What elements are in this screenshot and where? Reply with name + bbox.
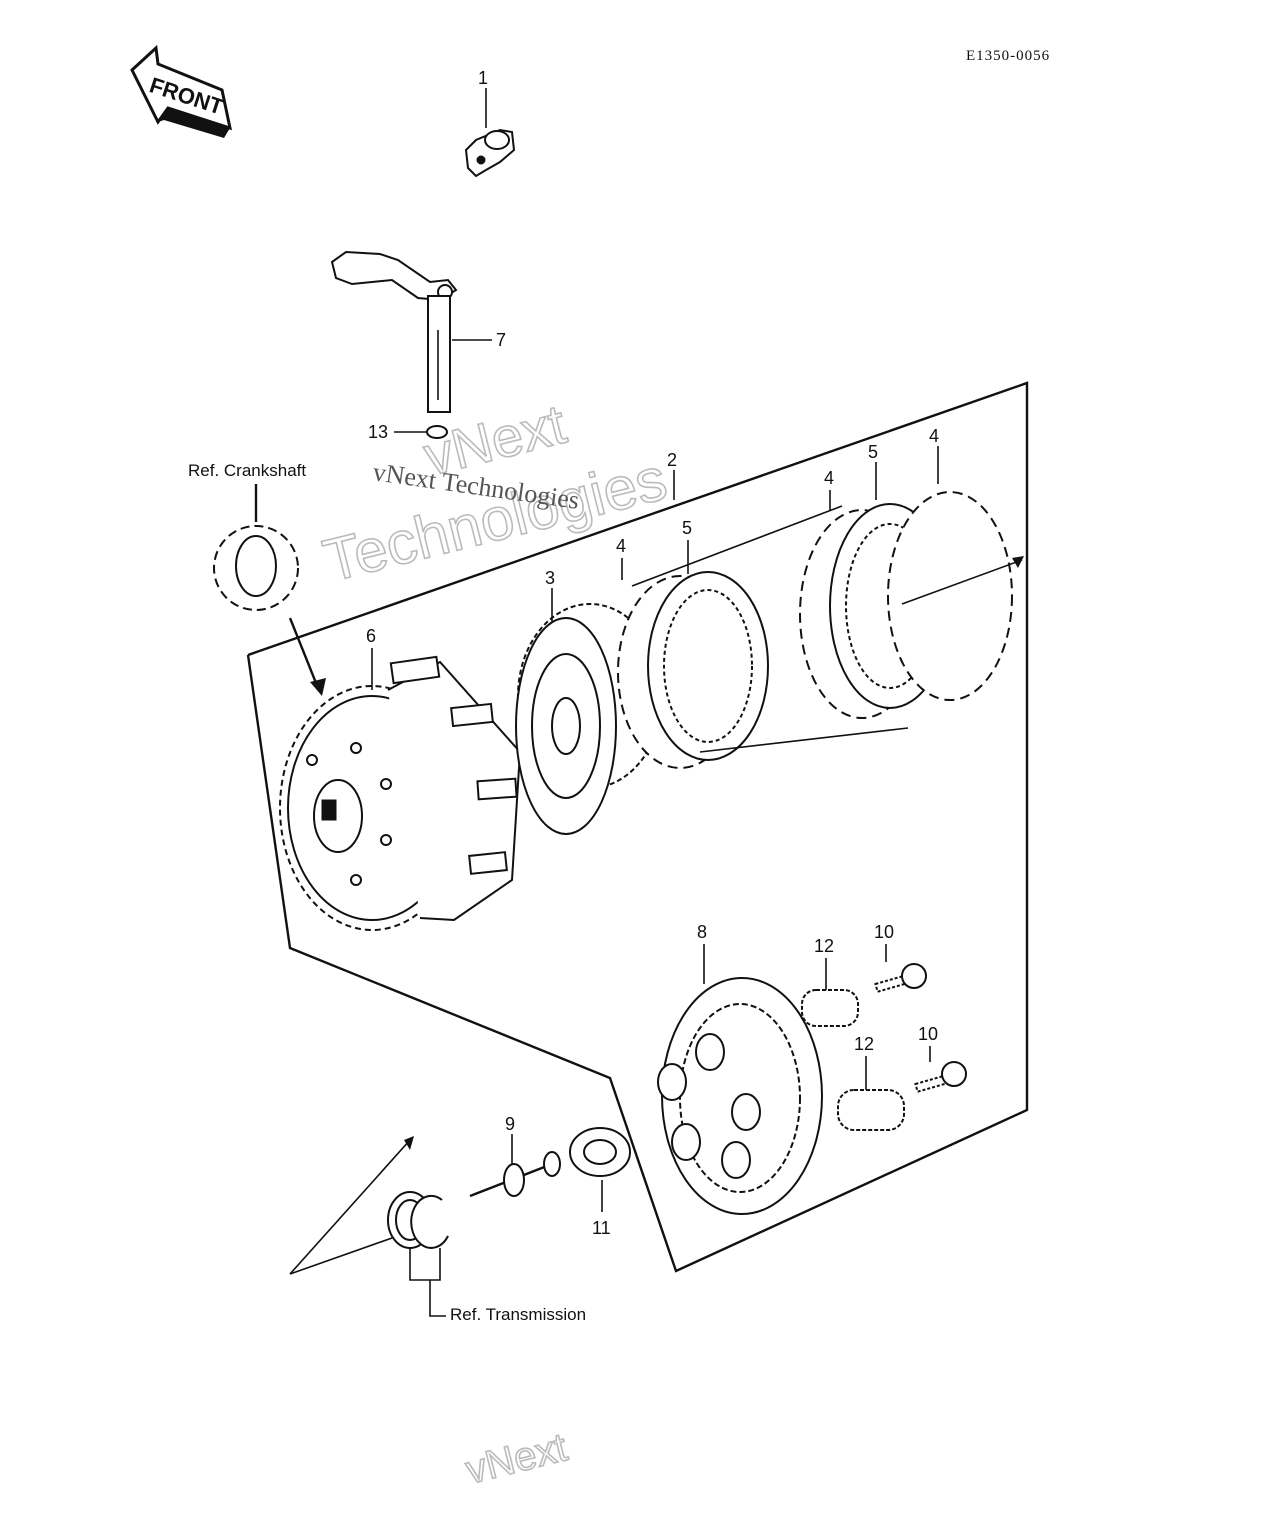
part-2-pushrod-lines bbox=[631, 470, 909, 753]
part-6-clutch-housing bbox=[279, 648, 522, 931]
plates-set-left bbox=[617, 540, 769, 769]
callout-11: 11 bbox=[592, 1218, 611, 1238]
callout-4a: 4 bbox=[616, 536, 626, 556]
part-13-ring bbox=[394, 425, 448, 439]
callout-4c: 4 bbox=[929, 426, 939, 446]
callout-9: 9 bbox=[505, 1114, 515, 1134]
callout-1: 1 bbox=[478, 68, 488, 88]
part-12-spring-lower bbox=[837, 1056, 905, 1131]
part-1-bracket bbox=[464, 88, 516, 178]
callout-13: 13 bbox=[368, 422, 388, 442]
plates-set-right bbox=[799, 446, 1024, 719]
part-10-bolt-upper bbox=[874, 944, 927, 993]
callout-12a: 12 bbox=[814, 936, 834, 956]
callout-6: 6 bbox=[366, 626, 376, 646]
callout-4b: 4 bbox=[824, 468, 834, 488]
callout-12b: 12 bbox=[854, 1034, 874, 1054]
callout-8: 8 bbox=[697, 922, 707, 942]
part-11-bearing bbox=[569, 1127, 631, 1212]
front-arrow-icon: FRONT bbox=[130, 44, 233, 138]
crankshaft-gear bbox=[213, 484, 326, 696]
callout-10b: 10 bbox=[918, 1024, 938, 1044]
part-8-pressure-plate bbox=[657, 944, 823, 1215]
ref-crankshaft-label: Ref. Crankshaft bbox=[188, 461, 306, 480]
watermark-bottom-fragment: vNext bbox=[462, 1425, 572, 1492]
diagram-code: E1350-0056 bbox=[966, 48, 1050, 64]
part-7-release-shaft bbox=[330, 250, 492, 413]
part-12-spring-upper bbox=[801, 958, 859, 1027]
assembly-outline bbox=[246, 381, 1029, 1273]
part-10-bolt-lower bbox=[914, 1046, 967, 1093]
transmission-rings bbox=[289, 1136, 449, 1317]
callout-3: 3 bbox=[545, 568, 555, 588]
ref-transmission-label: Ref. Transmission bbox=[450, 1305, 586, 1324]
callout-10a: 10 bbox=[874, 922, 894, 942]
callout-7: 7 bbox=[496, 330, 506, 350]
part-9-push-rod bbox=[469, 1134, 561, 1198]
callout-2: 2 bbox=[667, 450, 677, 470]
callout-5b: 5 bbox=[868, 442, 878, 462]
callout-5a: 5 bbox=[682, 518, 692, 538]
